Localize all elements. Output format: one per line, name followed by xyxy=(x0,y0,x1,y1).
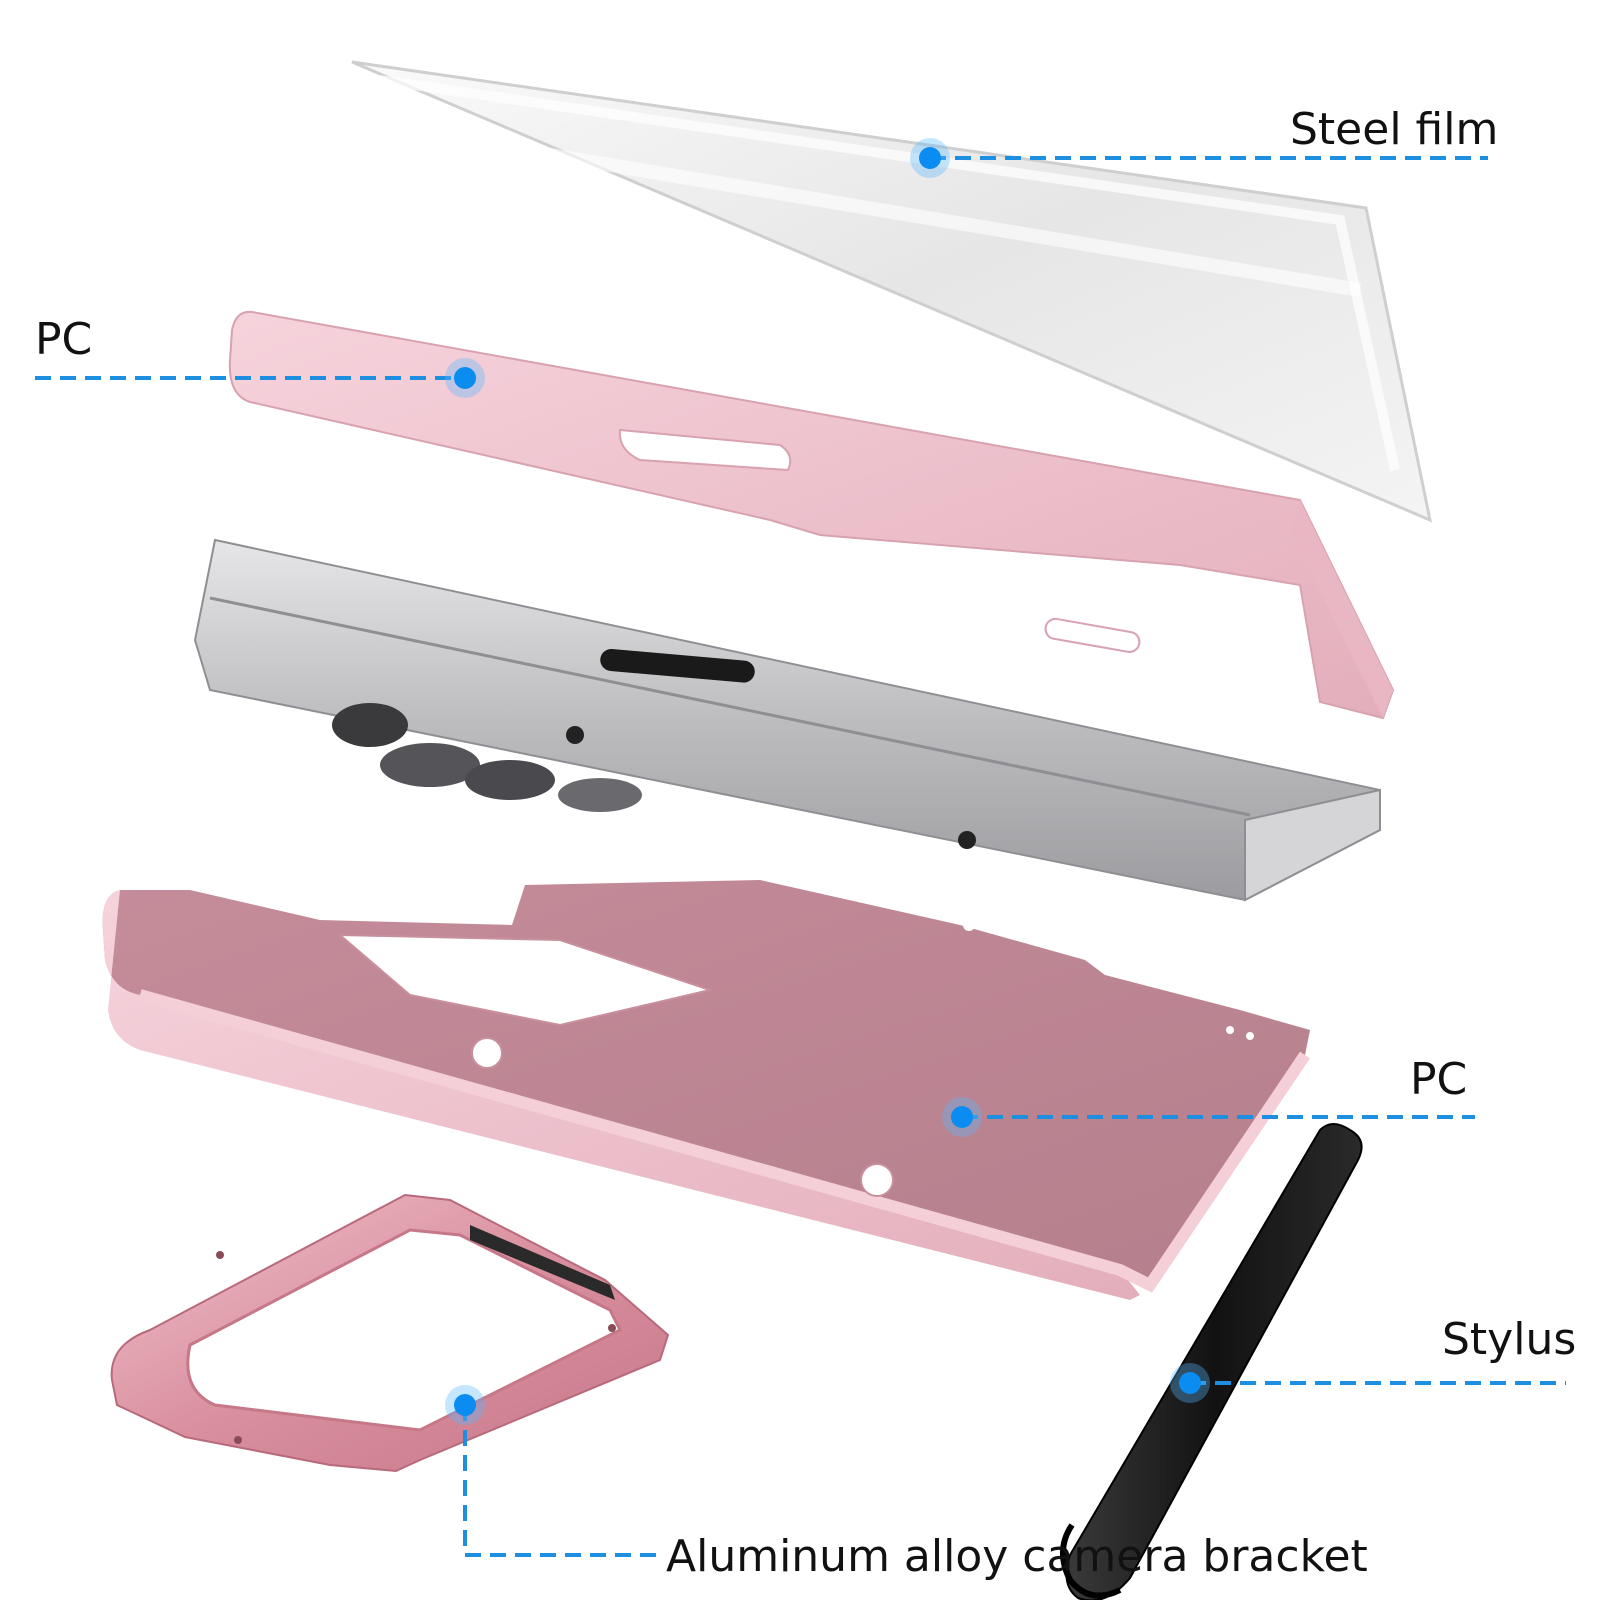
stylus-part xyxy=(1060,1123,1363,1602)
marker-dot-pc-bottom xyxy=(951,1106,973,1128)
pc-back-shell xyxy=(102,880,1311,1300)
leader-pc-bottom xyxy=(942,1097,1475,1137)
camera-lenses xyxy=(332,703,642,812)
marker-dot-steel-film xyxy=(919,147,941,169)
leader-steel-film xyxy=(910,138,1488,178)
leader-stylus xyxy=(1170,1363,1566,1403)
leader-camera-bracket xyxy=(445,1385,660,1557)
leader-pc-top xyxy=(35,358,485,398)
label-steel-film: Steel film xyxy=(1290,104,1499,155)
marker-dot-camera-bracket xyxy=(454,1394,476,1416)
steel-film-part xyxy=(351,60,1433,523)
label-pc-bottom: PC xyxy=(1410,1054,1468,1105)
label-pc-top: PC xyxy=(35,314,93,365)
label-stylus: Stylus xyxy=(1442,1314,1577,1365)
marker-dot-pc-top xyxy=(454,367,476,389)
phone-body xyxy=(193,538,1381,902)
label-camera-bracket: Aluminum alloy camera bracket xyxy=(666,1531,1368,1582)
marker-dot-stylus xyxy=(1179,1372,1201,1394)
camera-bracket-part xyxy=(110,1193,670,1473)
pc-front-shell xyxy=(228,310,1395,720)
